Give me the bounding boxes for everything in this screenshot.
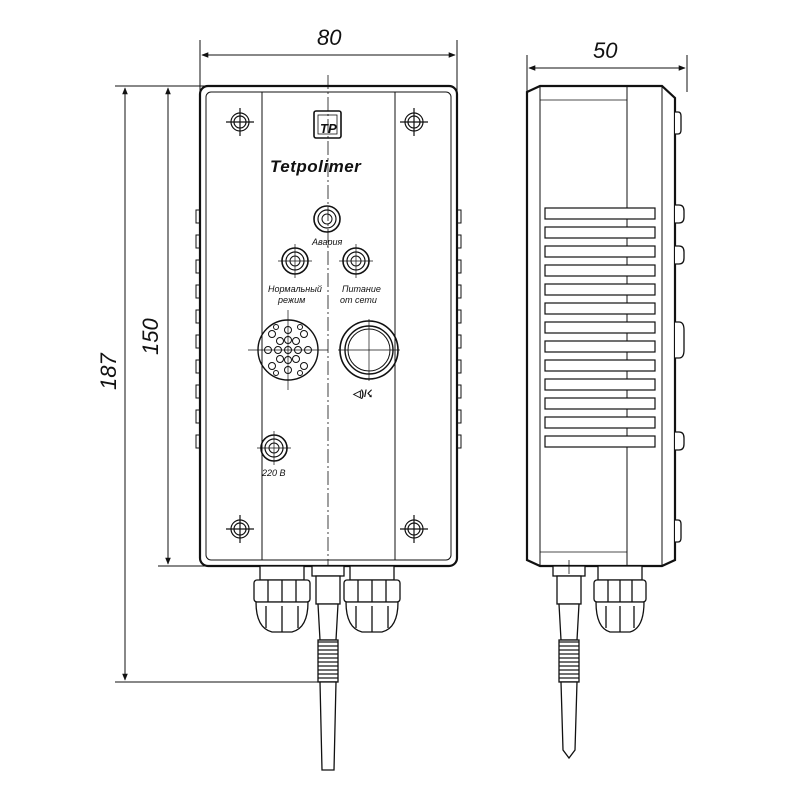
brand-name: Tetpolimer [270,157,362,176]
dimension-total-height [115,85,330,683]
speaker-icon: ◁)/☇ [352,389,373,400]
logo-text: TP [320,121,337,136]
side-view [525,84,685,760]
ventilation-slots [544,207,656,448]
dim-total-height-label: 187 [96,353,121,390]
dim-body-height-label: 150 [138,318,163,355]
connector-socket-icon [248,310,328,390]
alarm-label: Авария [311,237,343,247]
dim-front-width-label: 80 [317,25,342,50]
screw-icon [226,515,254,543]
side-protrusions [675,111,685,543]
cable-gland-right [343,565,401,633]
indicator-lamp-icon [278,244,312,278]
front-panel-inner [205,91,452,561]
dimension-body-height [158,85,205,567]
sensor-probe-side [552,560,586,760]
dimension-front-width [199,40,458,92]
dim-side-width-label: 50 [593,38,618,63]
normal-mode-label-line1: Нормальный [268,284,322,294]
sensor-probe-front [311,565,345,771]
screw-icon [400,515,428,543]
dimension-side-width [526,55,688,92]
power-label-line2: от сети [340,295,377,305]
front-view [195,75,462,771]
screw-icon [226,108,254,136]
indicator-lamp-icon [257,431,291,465]
screw-icon [400,108,428,136]
cable-gland-left [253,565,311,633]
power-label-line1: Питание [342,284,381,294]
logo-icon [313,110,342,139]
indicator-lamp-icon [339,244,373,278]
indicator-lamp-icon [313,205,341,233]
cable-gland-side [593,565,647,633]
front-side-ribs [195,209,462,449]
push-button-icon [338,319,400,381]
mains-label: 220 В [261,468,286,478]
normal-mode-label-line2: режим [277,295,305,305]
